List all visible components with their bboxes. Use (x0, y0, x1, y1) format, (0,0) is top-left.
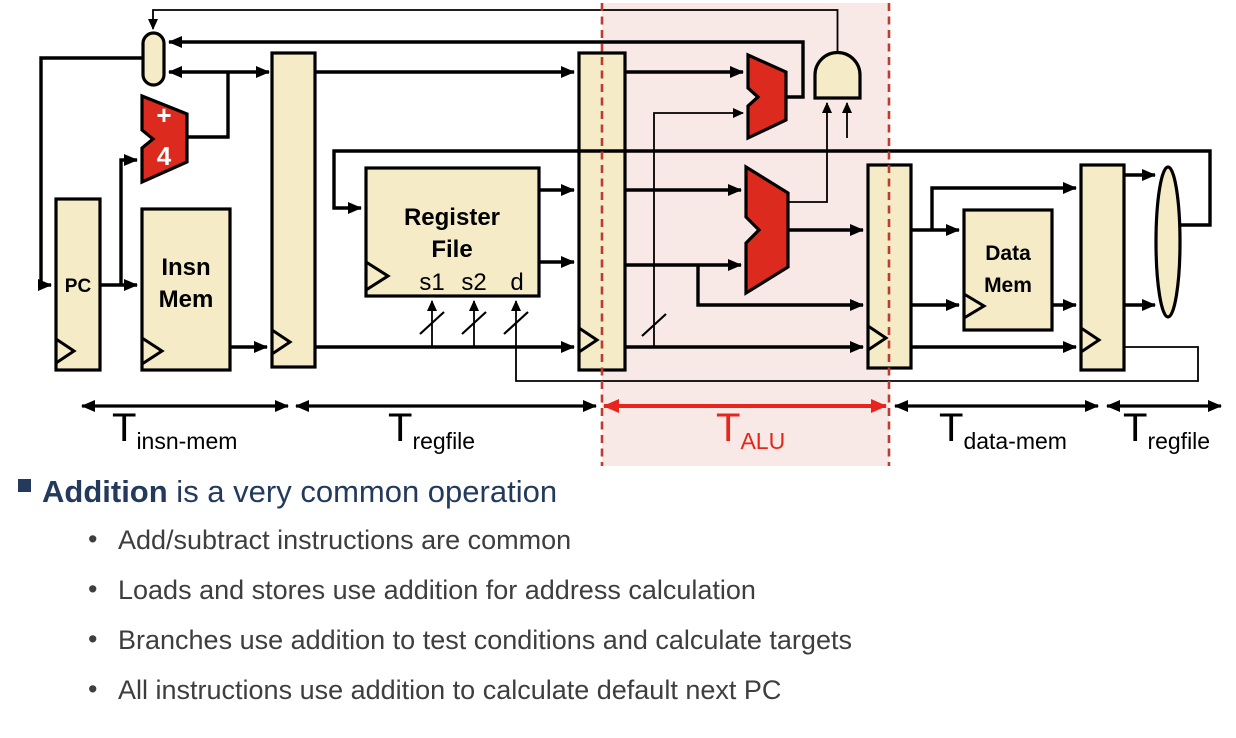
timing-label-insn-mem: Tinsn-mem (112, 406, 237, 454)
timing-label-regfile: Tregfile (388, 406, 475, 454)
bullet-item-3: Branches use addition to test conditions… (118, 625, 852, 655)
bullet-list: • Add/subtract instructions are common •… (88, 524, 852, 705)
bus-width-slashes (419, 311, 667, 337)
data-mem-block (962, 208, 1054, 332)
data-mem-label-line1: Data (985, 242, 1031, 265)
execute-stage-wires (625, 66, 864, 353)
regfile-port-s2: s2 (461, 269, 486, 296)
clock-wedge-icons (55, 260, 1102, 366)
branch-and-gate-icon (813, 50, 862, 100)
register-file-block (364, 166, 541, 298)
timing-label-data-mem: Tdata-mem (939, 406, 1067, 454)
memory-writeback-wires (911, 169, 1156, 353)
pipeline-latch-if-id (270, 51, 317, 369)
bullet-item-1: Add/subtract instructions are common (118, 525, 571, 555)
regfile-port-d: d (510, 269, 523, 296)
pipeline-latch-mem-wb (1079, 163, 1126, 372)
insn-mem-block (140, 207, 232, 372)
data-mem-label-line2: Mem (984, 274, 1032, 297)
timing-label-alu: TALU (716, 406, 785, 454)
regfile-label-line2: File (431, 236, 472, 263)
branch-target-adder-icon (746, 52, 788, 141)
bullet-dot-icon: • (88, 624, 97, 654)
bullet-dot-icon: • (88, 574, 97, 604)
plus4-adder-four-label: 4 (157, 141, 172, 171)
bullet-item-2: Loads and stores use addition for addres… (118, 575, 756, 605)
pc-label: PC (65, 276, 92, 297)
plus4-adder-plus-label: + (156, 100, 171, 130)
pc-register (54, 197, 102, 372)
regfile-label-line1: Register (404, 204, 500, 231)
insn-mem-label-line2: Mem (159, 286, 214, 313)
fetch-stage-wires (38, 9, 839, 353)
alu-icon (744, 164, 790, 296)
bullet-dot-icon: • (88, 524, 97, 554)
bullet-item-4: All instructions use addition to calcula… (118, 675, 781, 705)
writeback-mux-icon (1154, 165, 1182, 319)
regfile-port-s1: s1 (419, 269, 444, 296)
heading-square-bullet-icon (18, 479, 31, 492)
heading-text: Addition is a very common operation (42, 474, 557, 509)
bullet-dot-icon: • (88, 674, 97, 704)
insn-mem-label-line1: Insn (161, 254, 210, 281)
pc-plus4-adder-icon (140, 93, 189, 185)
pc-next-mux-icon (141, 31, 166, 87)
decode-stage-wires (315, 66, 1212, 382)
timing-label-regfile-wb: Tregfile (1123, 406, 1210, 454)
